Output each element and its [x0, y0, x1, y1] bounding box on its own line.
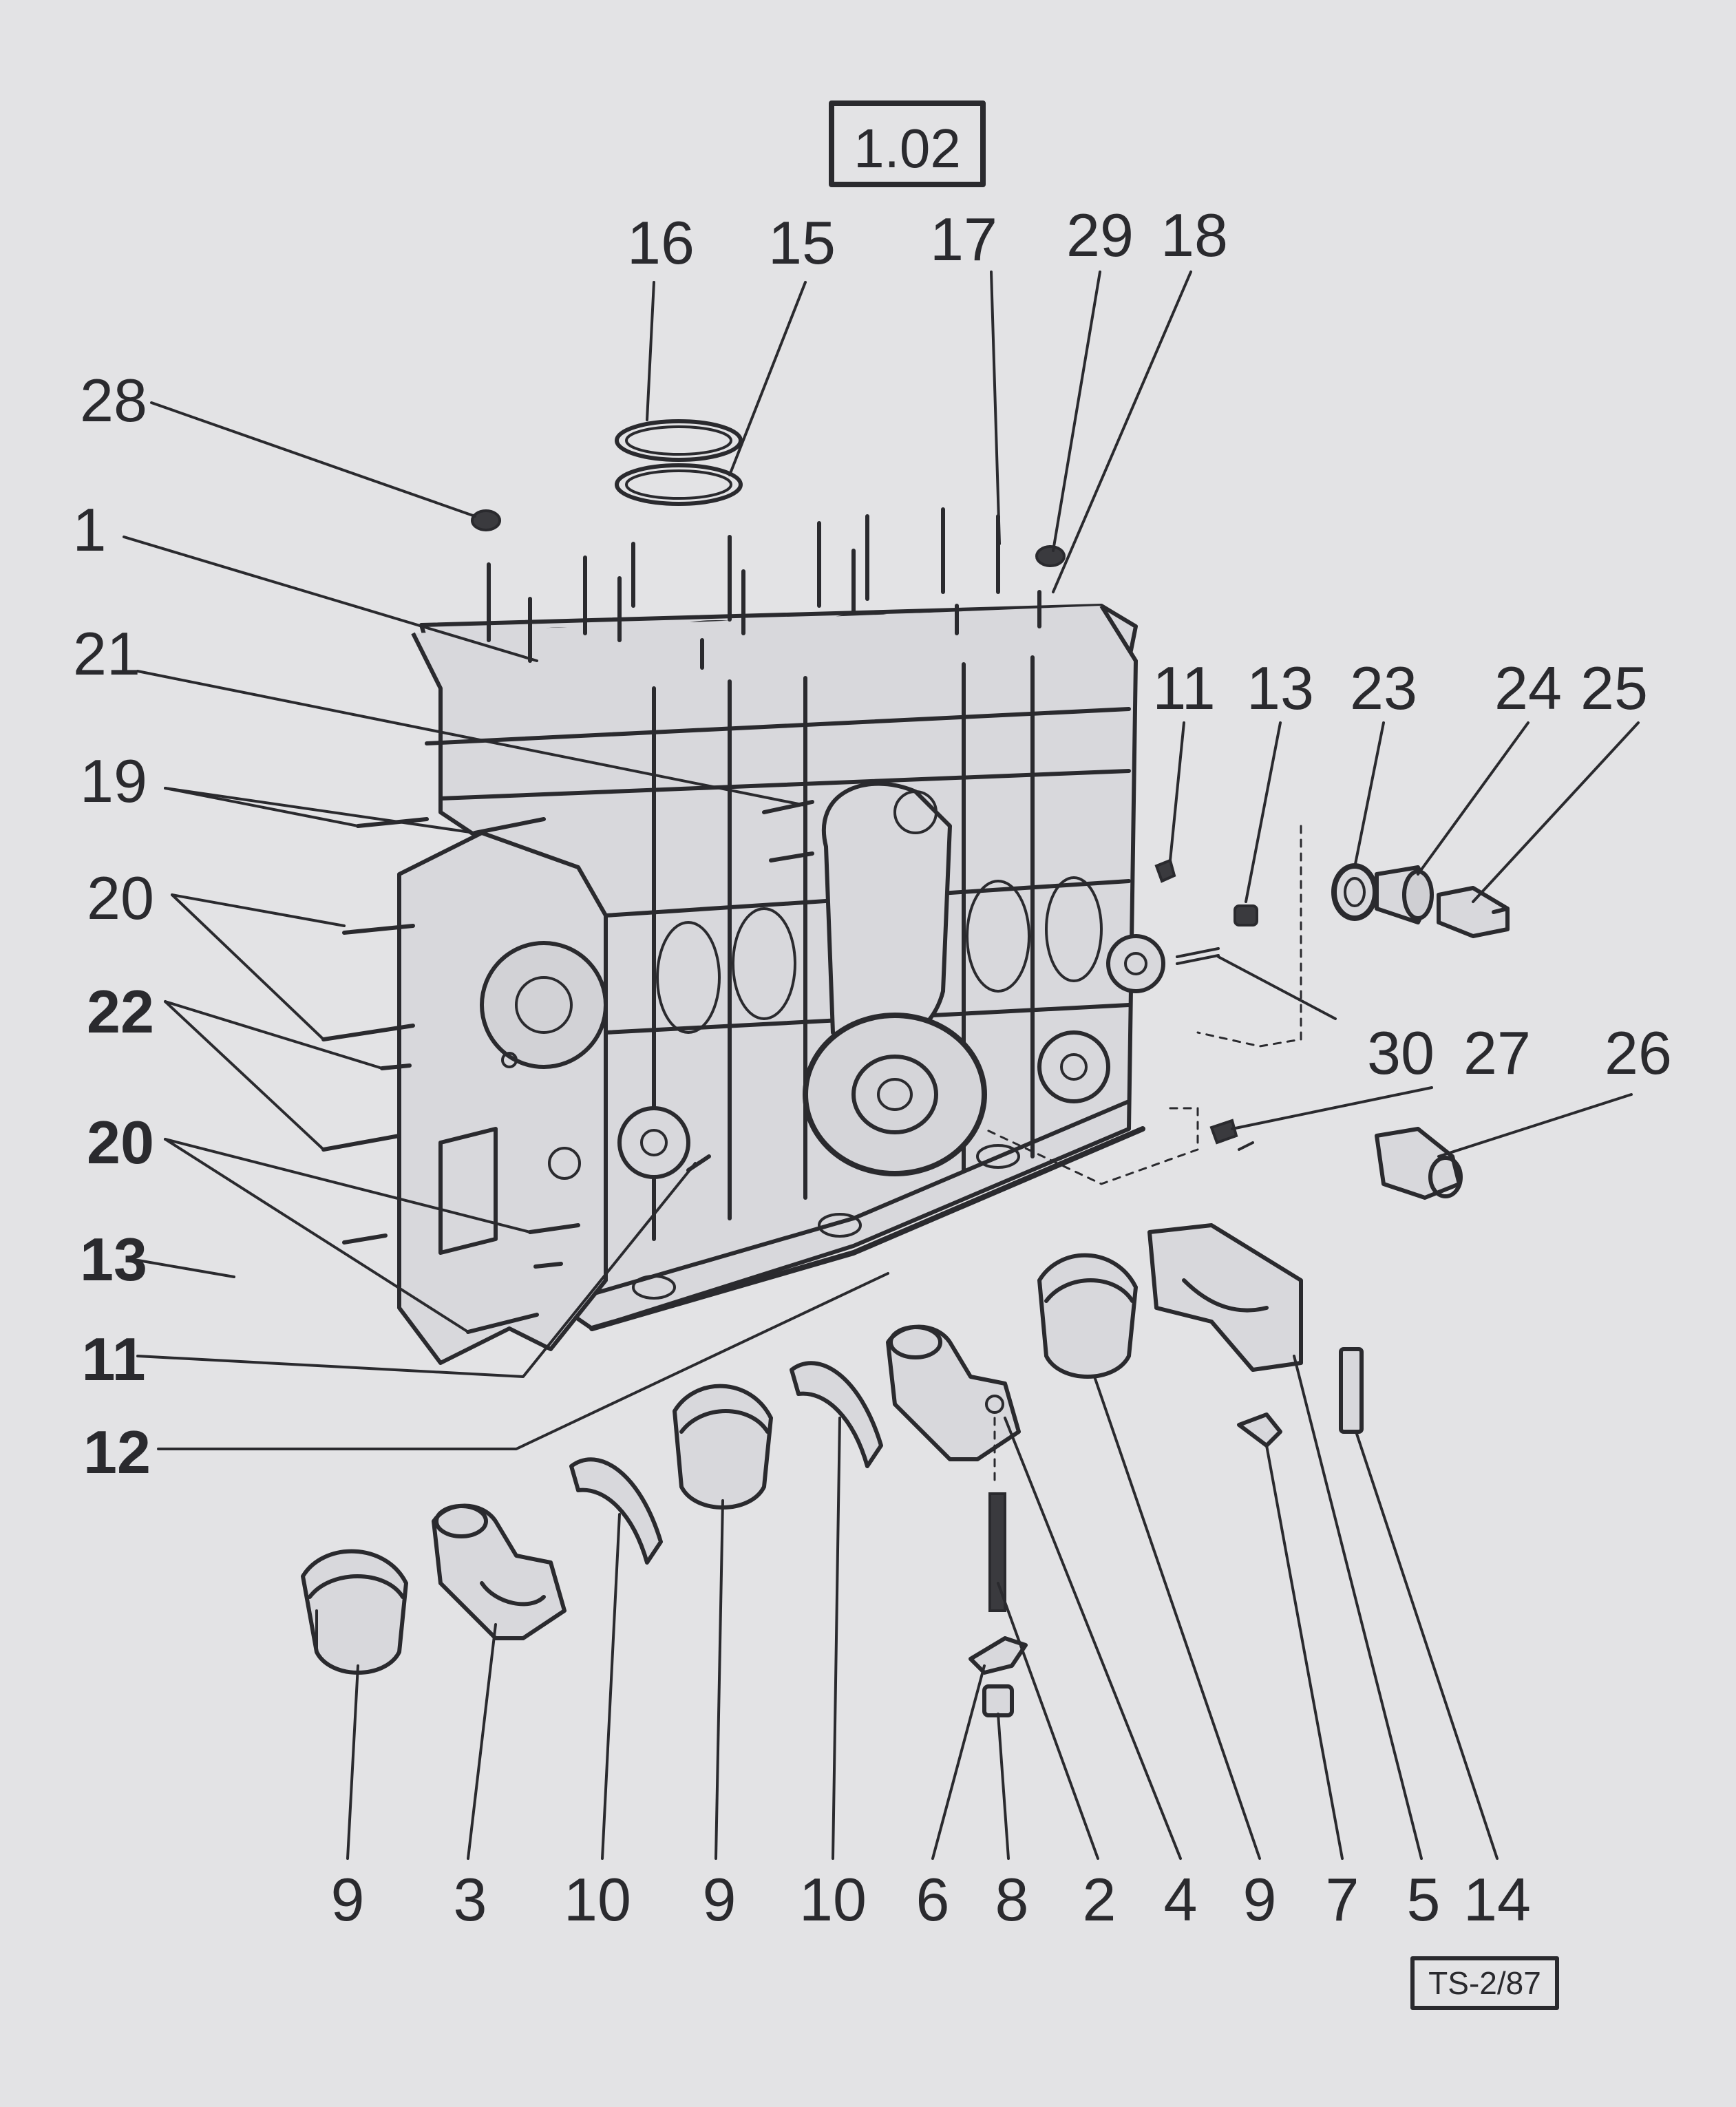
- callout-12: 12: [83, 1418, 151, 1486]
- thrust-washer-10-center: [790, 1361, 883, 1468]
- callout-22: 22: [87, 977, 154, 1046]
- callout-23: 23: [1350, 654, 1417, 722]
- callout-2: 2: [1083, 1865, 1116, 1934]
- callout-26: 26: [1605, 1019, 1672, 1087]
- callout-7: 7: [1326, 1865, 1359, 1934]
- callout-13-right: 13: [1247, 654, 1314, 722]
- callout-8: 8: [995, 1865, 1029, 1934]
- rear-main-cap-5: [1147, 1223, 1303, 1372]
- callout-13-left: 13: [80, 1225, 147, 1293]
- callout-15: 15: [768, 209, 836, 277]
- callout-10-a: 10: [564, 1865, 631, 1934]
- callouts-right: 11 13 23 24 25 30 27 26: [1152, 654, 1672, 1087]
- callout-30: 30: [1367, 1019, 1435, 1087]
- seal-strip-14: [1339, 1347, 1364, 1434]
- reference-code-box: TS-2/87: [1410, 1956, 1559, 2010]
- stud-2-washer-6-nut-8: [968, 1417, 1028, 1717]
- diagram-id-label: 1.02: [854, 118, 961, 179]
- bearing-shell-9-center: [673, 1384, 773, 1510]
- callout-19: 19: [80, 747, 147, 815]
- bearing-shell-9-right: [1037, 1253, 1138, 1379]
- callout-25: 25: [1580, 654, 1648, 722]
- callout-28: 28: [80, 366, 147, 434]
- main-bearing-cap-4: [886, 1324, 1021, 1461]
- engine-block: [321, 507, 1165, 1365]
- callouts-bottom: 9 3 10 9 10 6 8 2 4 9 7 5 14: [331, 1865, 1531, 1934]
- right-side-fittings: [983, 825, 1510, 1200]
- callout-4: 4: [1164, 1865, 1198, 1934]
- callout-20-lower: 20: [87, 1108, 154, 1176]
- callout-9-b: 9: [703, 1865, 737, 1934]
- callout-17: 17: [930, 205, 997, 273]
- callout-5: 5: [1407, 1865, 1441, 1934]
- callout-6: 6: [916, 1865, 950, 1934]
- diagram-id-box: 1.02: [829, 100, 986, 187]
- main-bearing-cap-3: [432, 1503, 567, 1640]
- callout-27: 27: [1463, 1019, 1531, 1087]
- reference-code-label: TS-2/87: [1428, 1965, 1541, 2001]
- callout-20-upper: 20: [87, 864, 154, 932]
- callout-14: 14: [1463, 1865, 1531, 1934]
- lock-tab-7: [1237, 1412, 1282, 1448]
- callout-16: 16: [627, 209, 695, 277]
- callout-21: 21: [73, 620, 140, 688]
- callout-1: 1: [73, 496, 107, 564]
- liner-seal-rings: [615, 419, 743, 506]
- callout-10-b: 10: [799, 1865, 867, 1934]
- callout-24: 24: [1494, 654, 1562, 722]
- bearing-parts: [301, 1223, 1364, 1717]
- callout-11-right: 11: [1152, 654, 1215, 722]
- callout-11-left: 11: [81, 1325, 145, 1393]
- callouts-left: 28 1 21 19 20 22 20 13 11 12: [73, 366, 154, 1486]
- callout-29: 29: [1066, 201, 1134, 269]
- callout-18: 18: [1161, 201, 1228, 269]
- leader-lines: [123, 271, 1640, 1860]
- bearing-shell-9-left: [301, 1549, 408, 1675]
- callout-9-c: 9: [1243, 1865, 1277, 1934]
- callout-3: 3: [454, 1865, 487, 1934]
- thrust-washer-10-left: [569, 1457, 663, 1565]
- callout-9-a: 9: [331, 1865, 365, 1934]
- callouts-top: 16 15 17 29 18: [627, 201, 1228, 277]
